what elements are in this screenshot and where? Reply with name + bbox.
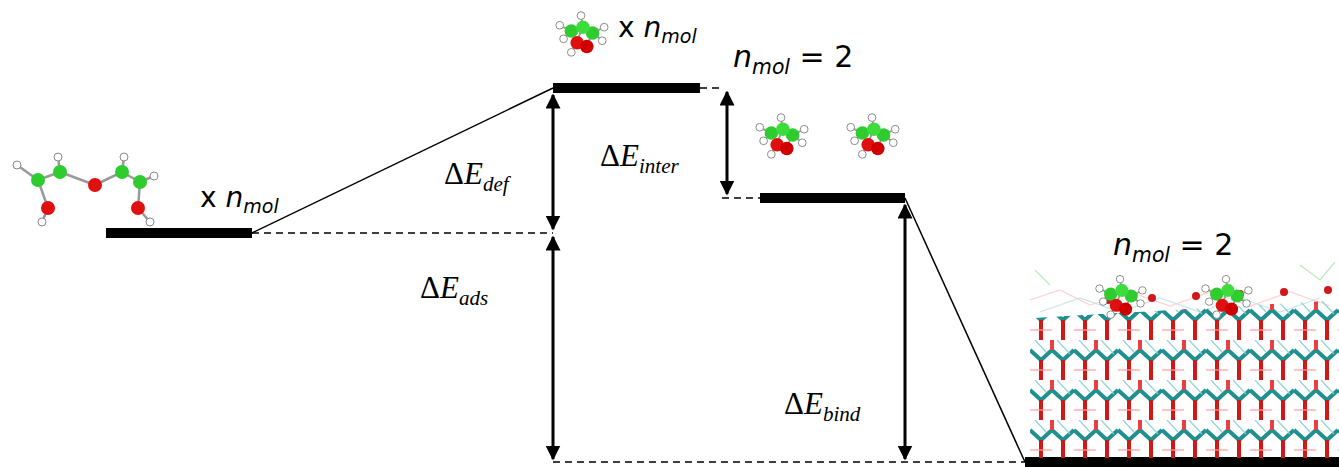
count-label: nmol = 2 [1113, 228, 1233, 267]
dashed-guides [252, 88, 1025, 462]
energy-label: ΔEdef [444, 156, 509, 196]
connecting-lines [252, 88, 1025, 462]
free-molecule [13, 153, 158, 226]
energy-label: ΔEads [420, 270, 488, 310]
deformed-molecules [556, 12, 899, 158]
energy-label: ΔEinter [600, 138, 679, 178]
count-label: x nmol [200, 182, 279, 218]
count-label: nmol = 2 [733, 40, 853, 79]
energy-arrows [553, 92, 905, 459]
count-label: x nmol [618, 12, 697, 48]
energy-levels [106, 83, 1339, 467]
energy-label: ΔEbind [784, 386, 860, 426]
oxide-surface [1030, 262, 1339, 458]
